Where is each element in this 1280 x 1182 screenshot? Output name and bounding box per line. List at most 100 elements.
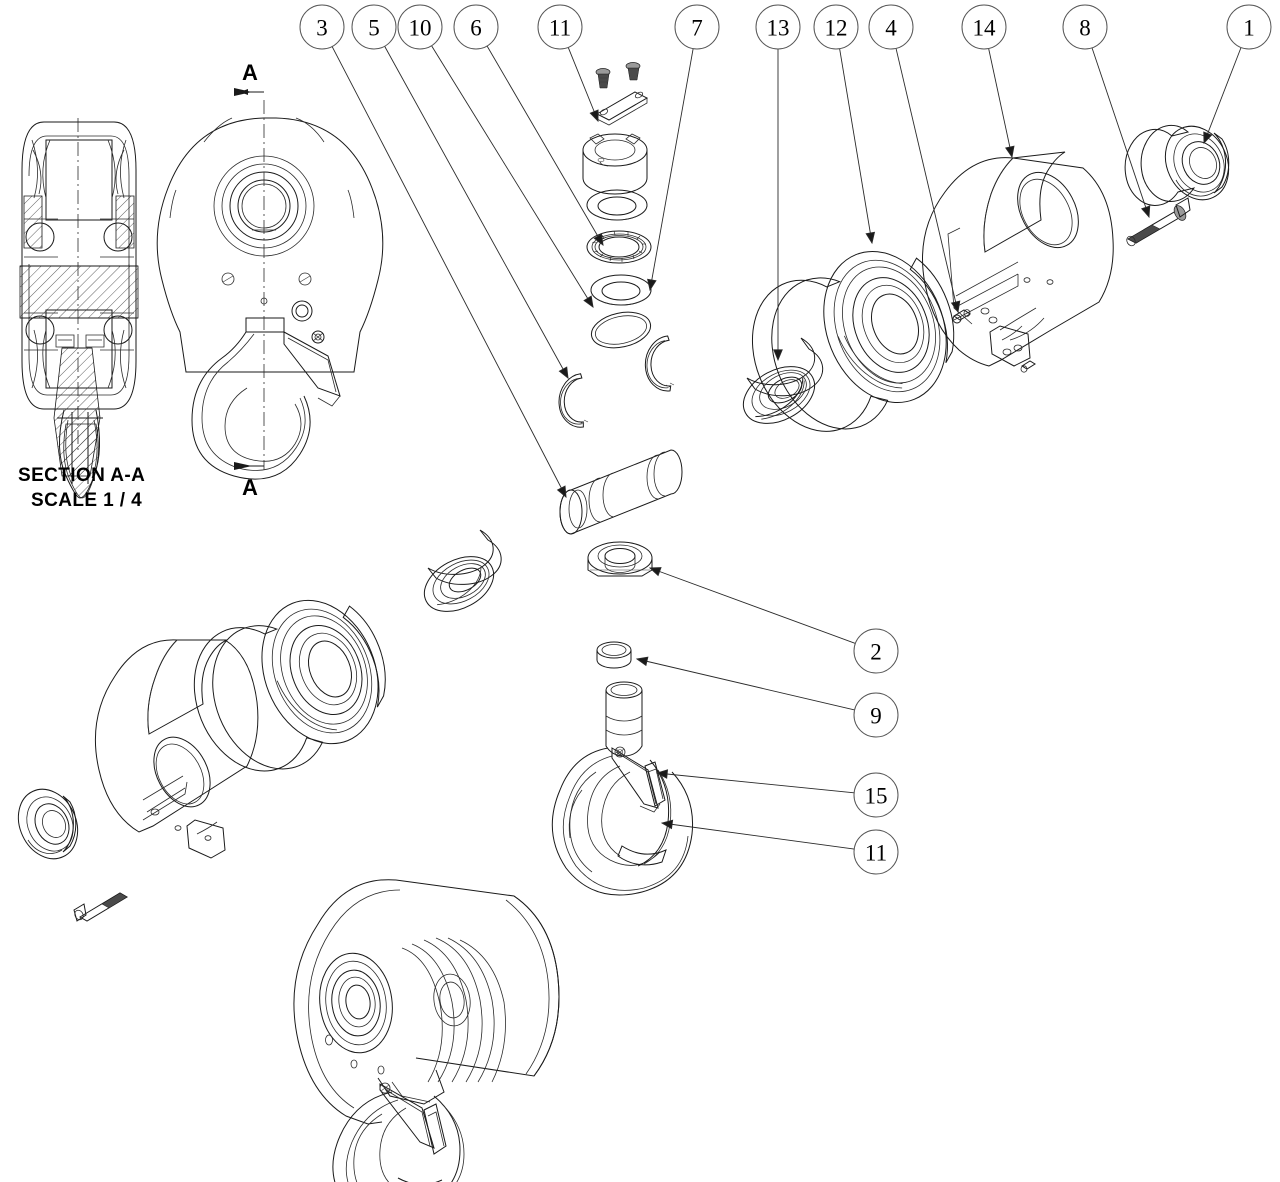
balloon-number: 11: [865, 841, 887, 866]
exploded-hardware-stack: [558, 62, 683, 669]
balloon-item-15[interactable]: 15: [853, 772, 899, 818]
part-hook-body: [551, 681, 694, 896]
balloon-number: 4: [885, 16, 897, 41]
section-title: SECTION A-A: [18, 465, 145, 486]
assembled-iso-view: [293, 879, 560, 1182]
balloon-circle[interactable]: [1226, 4, 1272, 50]
balloon-circle[interactable]: [674, 4, 720, 50]
balloon-circle[interactable]: [453, 4, 499, 50]
balloon-circle[interactable]: [351, 4, 397, 50]
leader-line: [431, 45, 594, 308]
balloon-number: 15: [865, 784, 888, 809]
balloon-number: 7: [691, 16, 703, 41]
leader-line: [839, 48, 873, 244]
part-collar-nut: [582, 133, 648, 195]
balloon-item-13[interactable]: 13: [755, 4, 801, 50]
balloon-item-5[interactable]: 5: [351, 4, 397, 50]
balloon-item-12[interactable]: 12: [813, 4, 859, 50]
leader-arrowhead: [950, 300, 961, 314]
part-snap-ring-left: [558, 373, 589, 428]
part-thrust-needle-bearing: [586, 230, 652, 264]
part-bearing-cap-ring-mirror: [17, 788, 79, 860]
leader-arrowhead: [558, 366, 569, 380]
section-cut-letter-bottom: A: [242, 475, 258, 500]
part-bearing-cap-ring: [1124, 124, 1230, 206]
part-ball-bearing: [742, 337, 824, 424]
balloon-number: 14: [973, 16, 997, 41]
balloon-circle[interactable]: [813, 4, 859, 50]
balloon-item-14[interactable]: 14: [961, 4, 1007, 50]
leader-line: [1203, 47, 1242, 144]
leader-line: [384, 46, 569, 379]
leader-line: [895, 48, 959, 313]
leader-line: [1091, 47, 1150, 218]
balloon-circle[interactable]: [868, 4, 914, 50]
balloon-item-9[interactable]: 9: [853, 692, 899, 738]
balloon-circle[interactable]: [397, 4, 443, 50]
part-o-ring: [590, 311, 652, 349]
part-safety-latch: [611, 746, 666, 813]
part-socket-head-cap-screw-mirror: [73, 892, 128, 922]
balloon-number: 9: [870, 704, 882, 729]
leader-line: [567, 47, 599, 122]
balloon-item-10[interactable]: 10: [397, 4, 443, 50]
leader-line: [486, 45, 604, 246]
balloon-item-7[interactable]: 7: [674, 4, 720, 50]
balloon-item-8[interactable]: 8: [1062, 4, 1108, 50]
leader-arrowhead: [556, 485, 567, 499]
part-retainer-strap: [595, 91, 649, 126]
part-thrust-washer-upper: [586, 189, 648, 221]
part-flanged-bushing: [587, 541, 653, 577]
balloon-number: 1: [1243, 16, 1255, 41]
balloon-circle[interactable]: [961, 4, 1007, 50]
leader-arrowhead: [593, 233, 604, 247]
balloon-number: 10: [409, 16, 432, 41]
balloon-item-3[interactable]: 3: [299, 4, 345, 50]
part-side-plate-housing: [922, 151, 1114, 373]
leader-line: [636, 658, 855, 711]
balloon-item-4[interactable]: 4: [868, 4, 914, 50]
leader-arrowhead: [660, 819, 674, 830]
part-screw-b: [625, 62, 641, 81]
balloon-number: 12: [825, 16, 848, 41]
section-a-a-view: SECTION A-A SCALE 1 / 4: [18, 118, 145, 511]
leader-arrowhead: [655, 769, 669, 779]
leader-arrowhead: [1005, 145, 1015, 159]
balloon-number: 13: [767, 16, 790, 41]
balloon-circle[interactable]: [755, 4, 801, 50]
leader-arrowhead: [589, 109, 599, 123]
balloon-item-11[interactable]: 11: [537, 4, 583, 50]
balloon-number: 8: [1079, 16, 1091, 41]
leader-line: [988, 48, 1013, 158]
leader-line: [649, 567, 856, 644]
balloon-item-1[interactable]: 1: [1226, 4, 1272, 50]
leader-arrowhead: [635, 656, 649, 667]
part-ball-bearing-mirror: [423, 529, 502, 612]
balloon-item-6[interactable]: 6: [453, 4, 499, 50]
part-side-plate-housing-mirror: [94, 639, 259, 859]
balloon-circle[interactable]: [853, 829, 899, 875]
balloon-number: 6: [470, 16, 482, 41]
leader-arrowhead: [583, 295, 594, 309]
part-socket-head-cap-screw: [1126, 197, 1191, 247]
part-thrust-washer-lower: [590, 274, 652, 306]
balloon-item-11[interactable]: 11: [853, 829, 899, 875]
part-dowel-pin: [952, 309, 971, 324]
balloon-circle[interactable]: [853, 692, 899, 738]
leader-line: [331, 46, 567, 498]
balloon-circle[interactable]: [853, 772, 899, 818]
balloon-circle[interactable]: [537, 4, 583, 50]
balloon-circle[interactable]: [853, 628, 899, 674]
balloon-number: 3: [316, 16, 328, 41]
leader-arrowhead: [648, 567, 662, 577]
section-cut-letter-top: A: [242, 60, 258, 85]
balloon-circle[interactable]: [299, 4, 345, 50]
leader-arrowhead: [1140, 205, 1151, 219]
balloon-number: 2: [870, 640, 882, 665]
balloon-circle[interactable]: [1062, 4, 1108, 50]
balloon-number: 11: [549, 16, 571, 41]
balloon-item-2[interactable]: 2: [853, 628, 899, 674]
